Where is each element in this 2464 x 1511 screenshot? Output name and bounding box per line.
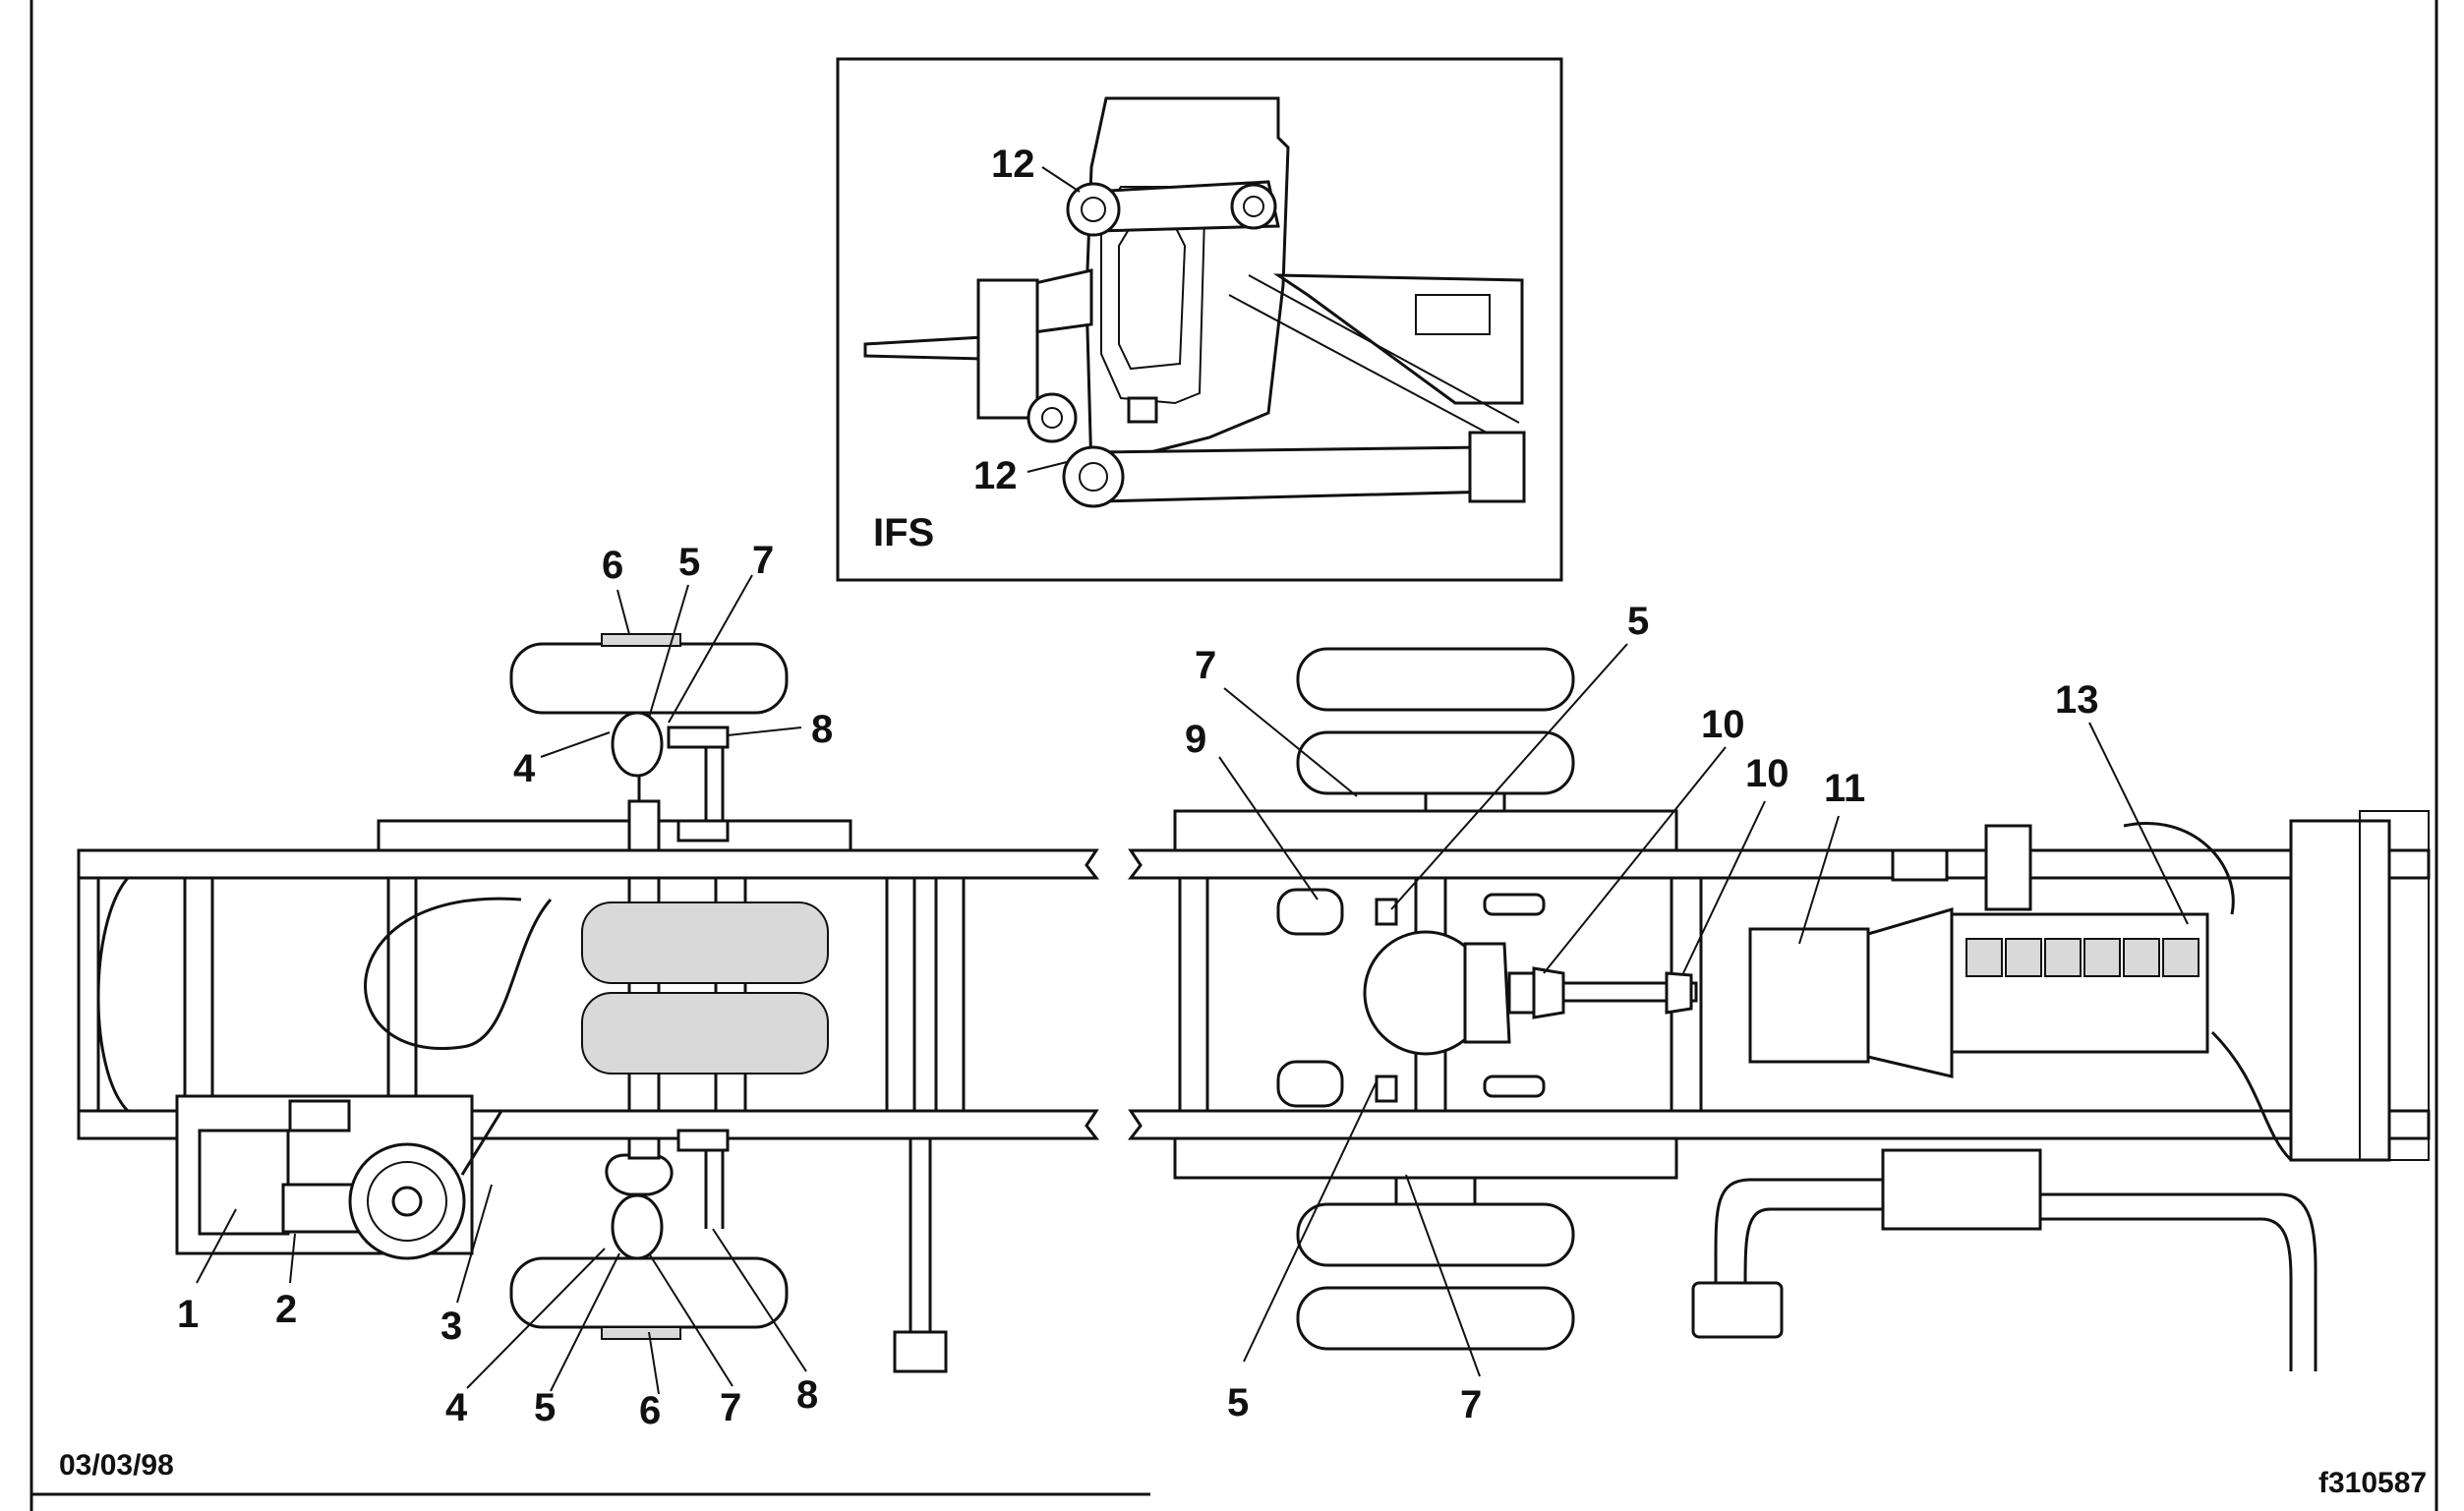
front-callout-3: 3 xyxy=(440,1305,462,1348)
rear-callout-10-a: 10 xyxy=(1701,703,1745,746)
front-callout-8-upper: 8 xyxy=(811,708,833,751)
rear-callout-10-b: 10 xyxy=(1745,752,1789,795)
front-callout-7-lower: 7 xyxy=(720,1386,741,1429)
front-callout-8-lower: 8 xyxy=(796,1373,818,1417)
ifs-label: IFS xyxy=(873,511,934,554)
rear-callout-7-lower: 7 xyxy=(1460,1383,1482,1426)
front-callout-2: 2 xyxy=(275,1288,297,1331)
front-callout-5-lower: 5 xyxy=(534,1386,556,1429)
front-callout-1: 1 xyxy=(177,1293,199,1336)
rear-callout-13: 13 xyxy=(2055,678,2099,722)
rear-callout-5-lower: 5 xyxy=(1227,1381,1249,1424)
rear-chassis xyxy=(1127,643,2431,1377)
front-callout-4-upper: 4 xyxy=(513,747,536,790)
rear-callout-5-upper: 5 xyxy=(1627,600,1649,643)
front-callout-4-lower: 4 xyxy=(445,1386,468,1429)
front-callout-7-upper: 7 xyxy=(752,539,774,582)
figure-id: f310587 xyxy=(2318,1467,2427,1499)
front-callout-6-upper: 6 xyxy=(602,544,623,587)
rear-callout-11: 11 xyxy=(1824,767,1865,810)
ifs-callout-12-lower: 12 xyxy=(973,454,1018,497)
figure-date: 03/03/98 xyxy=(59,1449,174,1482)
ifs-callout-12-upper: 12 xyxy=(991,143,1035,186)
ifs-inset xyxy=(836,57,1563,582)
rear-callout-7-upper: 7 xyxy=(1195,644,1216,687)
front-callout-6-lower: 6 xyxy=(639,1389,661,1432)
front-chassis xyxy=(77,574,1100,1395)
front-callout-5-upper: 5 xyxy=(678,541,700,584)
page-border xyxy=(29,0,2438,1511)
rear-callout-9: 9 xyxy=(1185,718,1206,761)
